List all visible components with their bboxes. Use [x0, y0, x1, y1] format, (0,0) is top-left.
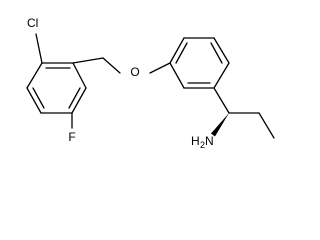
bond-ring-left-6	[26, 62, 43, 89]
double-bond-right-a	[175, 42, 188, 64]
bond-ring-left-2	[72, 62, 87, 89]
left-benzene-ring	[26, 62, 87, 114]
bond-ring-left-3	[71, 87, 87, 114]
atom-label-fluorine: F	[68, 130, 75, 144]
bond-ring-right-4	[213, 62, 230, 89]
right-benzene-ring	[169, 37, 230, 89]
amine-hydrogen: H	[191, 134, 200, 148]
atom-label-oxygen: O	[130, 65, 139, 79]
double-bond-right-b	[210, 42, 223, 64]
amine-subscript: 2	[200, 140, 205, 150]
atom-label-chlorine: Cl	[27, 16, 38, 30]
bond-to-chlorine	[35, 33, 43, 64]
bond-ethyl-terminal	[258, 112, 275, 139]
double-bond-left-b	[68, 87, 81, 109]
bond-ring-right-6	[169, 62, 185, 89]
atom-label-amine: H 2 N	[191, 134, 214, 150]
bond-ring-right-3	[213, 37, 230, 64]
bond-ring-left-5	[26, 87, 42, 114]
double-bond-left-c	[32, 87, 45, 109]
bond-oxygen-to-ring	[149, 62, 171, 74]
bond-ring-to-ch2	[72, 57, 104, 64]
bond-ring-to-chiral-carbon	[213, 87, 230, 114]
chemical-structure-diagram: Cl O F H 2 N	[26, 16, 275, 150]
bond-ch2-to-oxygen	[102, 57, 121, 74]
wedge-bond-to-amine	[211, 113, 229, 137]
bond-ring-right-1	[169, 37, 185, 64]
amine-nitrogen: N	[205, 134, 214, 148]
